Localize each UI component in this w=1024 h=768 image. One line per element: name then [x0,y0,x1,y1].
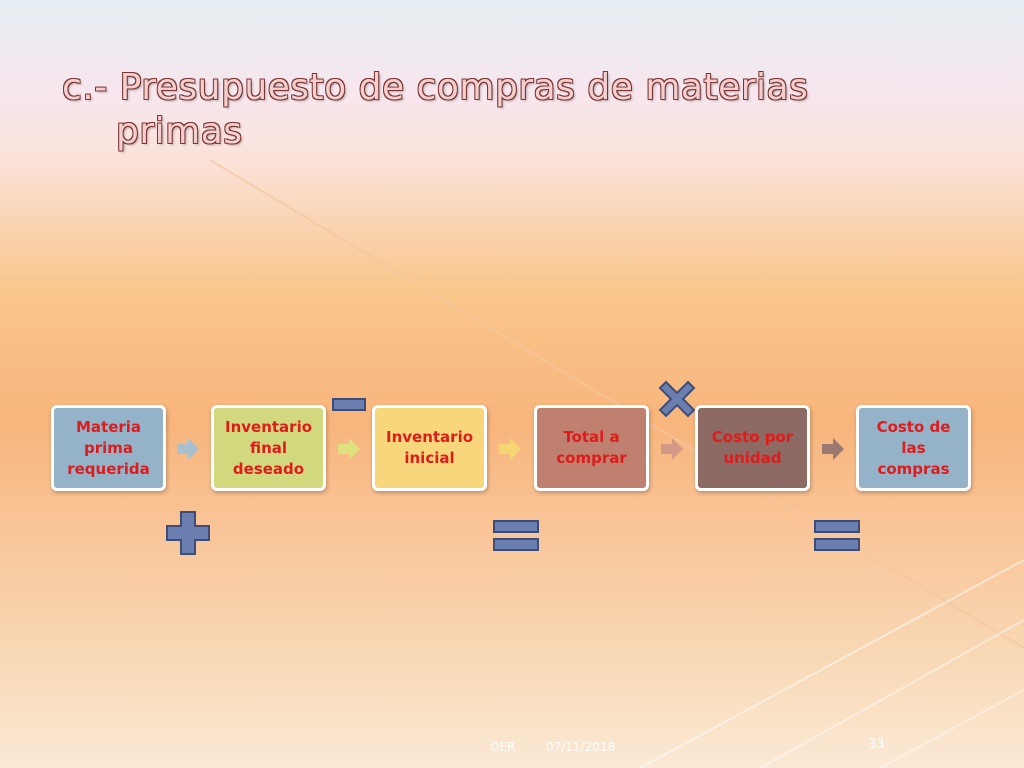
footer-date: 07/11/2018 [546,740,616,754]
box-inventario-final-deseado: Inventario final deseado [211,405,326,491]
arrow-right-icon [499,438,521,460]
box-label: Total a comprar [556,428,627,467]
slide-title: c.- Presupuesto de compras de materias p… [62,66,962,154]
equals-icon [493,520,539,551]
equals-icon [814,520,860,551]
box-label: Costo por unidad [711,428,794,467]
box-label: Costo de las compras [876,417,951,478]
title-line-1: c.- Presupuesto de compras de materias [62,67,809,108]
arrow-right-icon [338,438,360,460]
minus-icon [332,398,366,411]
arrow-right-icon [822,438,844,460]
box-costo-de-las-compras: Costo de las compras [856,405,971,491]
box-label: Inventario inicial [385,428,474,467]
box-materia-prima-requerida: Materia prima requerida [51,405,166,491]
title-line-2: primas [116,111,243,152]
footer-author: OER [490,740,516,754]
box-costo-por-unidad: Costo por unidad [695,405,810,491]
plus-icon [166,511,210,555]
box-label: Inventario final deseado [224,417,313,478]
box-inventario-inicial: Inventario inicial [372,405,487,491]
arrow-right-icon [661,438,683,460]
arrow-right-icon [177,438,199,460]
footer-page-number: 33 [868,737,885,752]
multiply-icon [658,380,696,418]
box-total-a-comprar: Total a comprar [534,405,649,491]
box-label: Materia prima requerida [67,417,150,478]
